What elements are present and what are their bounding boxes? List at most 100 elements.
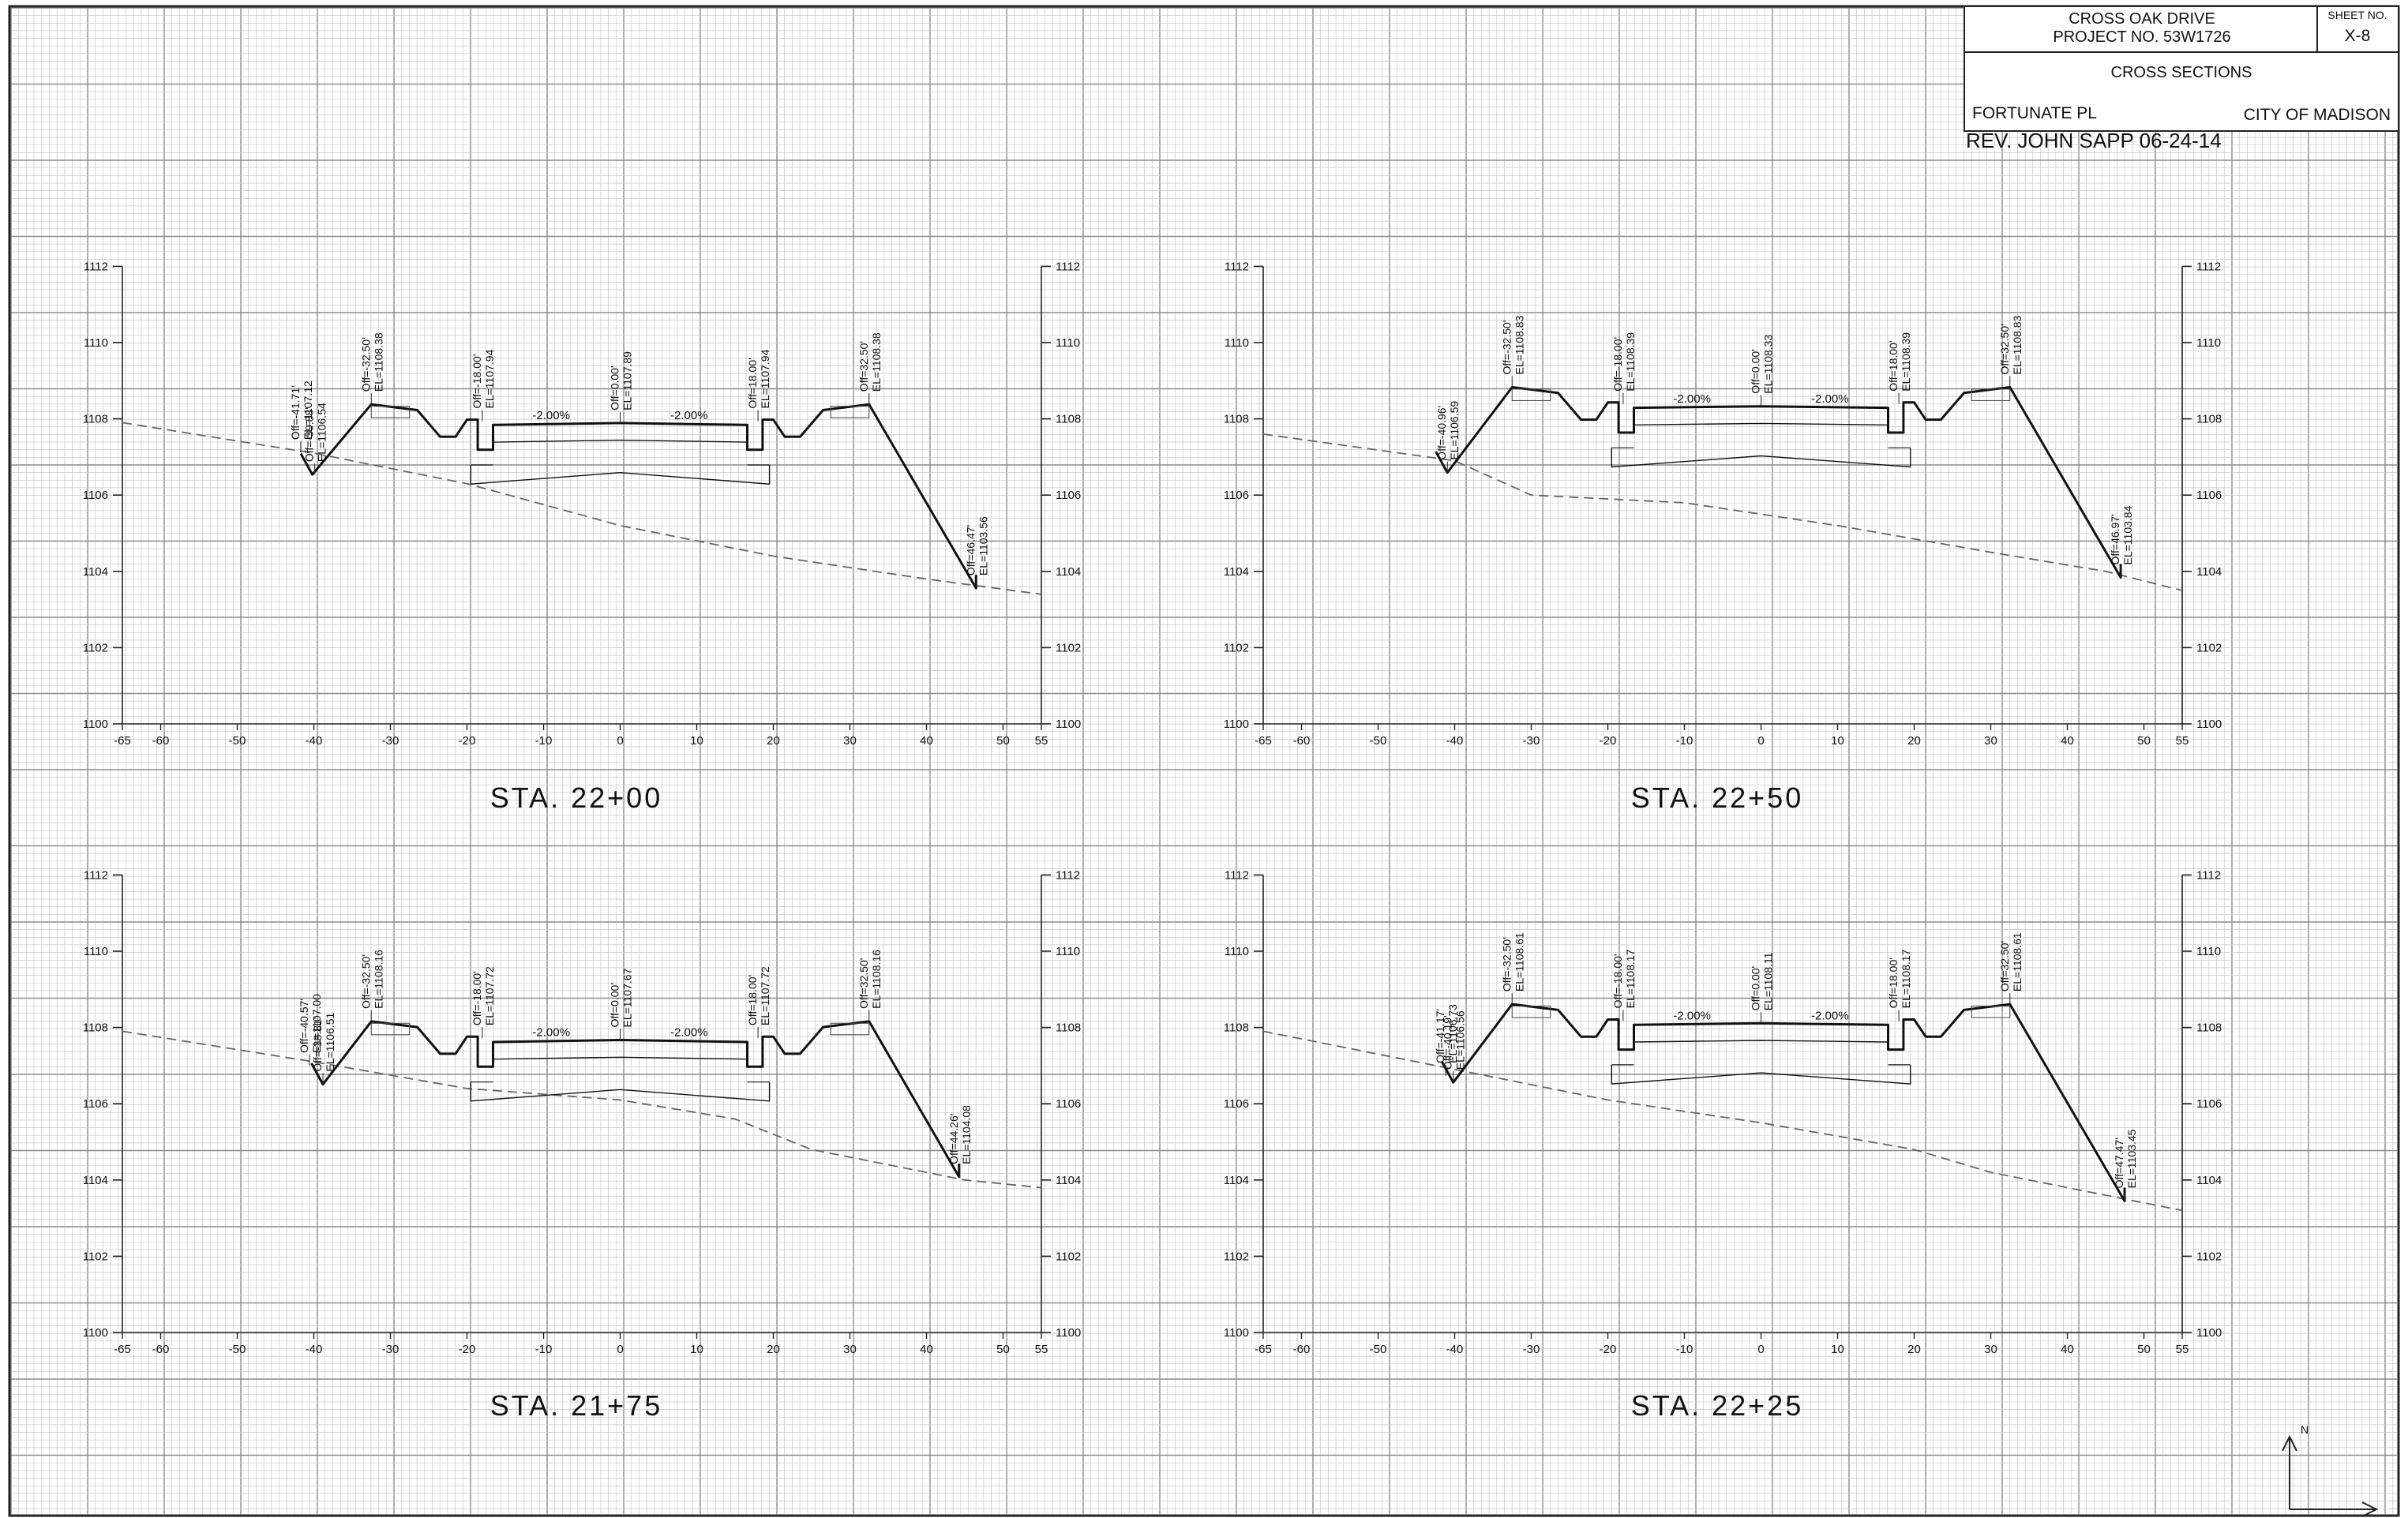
station-callout: Off=-18.00'EL=1107.72 — [471, 966, 496, 1025]
elevation-tick-label: 1110 — [1225, 945, 1249, 958]
callout-line: EL=1108.17 — [1624, 949, 1637, 1008]
elevation-tick-label: 1104 — [1224, 565, 1249, 579]
elevation-tick-label: 1104 — [83, 1174, 108, 1187]
callout-line: EL=1108.17 — [1900, 949, 1912, 1008]
offset-tick-label: -40 — [306, 1343, 323, 1356]
offset-tick-label: 40 — [920, 734, 933, 748]
station-callout: Off=44.26'EL=1104.08 — [947, 1105, 973, 1164]
callout-line: EL=1108.11 — [1762, 952, 1775, 1010]
offset-tick-label: 10 — [1831, 1343, 1844, 1356]
callout-line: Off=-32.50' — [1500, 320, 1513, 375]
offset-tick-label: -30 — [1523, 734, 1540, 748]
elevation-tick-label: 1112 — [1056, 260, 1080, 273]
elevation-tick-label: 1108 — [1224, 413, 1249, 426]
offset-tick-label: 40 — [2061, 734, 2074, 748]
title-block-frame — [1964, 6, 2399, 132]
callout-line: Off=-38.81' — [311, 1018, 324, 1072]
callout-line: EL=1108.83 — [2011, 315, 2024, 374]
elevation-tick-label: 1106 — [2196, 489, 2222, 502]
callout-line: EL=1103.84 — [2121, 505, 2134, 564]
callout-line: Off=46.97' — [2109, 514, 2121, 564]
offset-tick-label: 40 — [2061, 1343, 2074, 1356]
callout-line: EL=1103.56 — [977, 516, 989, 575]
elevation-tick-label: 1106 — [1224, 1097, 1249, 1111]
elevation-tick-label: 1108 — [83, 1021, 108, 1035]
callout-line: Off=-40.96' — [1435, 406, 1448, 460]
offset-tick-label: 10 — [690, 1343, 703, 1356]
offset-tick-label: 30 — [843, 1343, 857, 1356]
offset-tick-label: -30 — [382, 734, 399, 748]
offset-tick-label: 30 — [1984, 1343, 1997, 1356]
offset-tick-label: -60 — [152, 1343, 170, 1356]
revision-note: REV. JOHN SAPP 06-24-14 — [1966, 129, 2222, 152]
offset-tick-label: -30 — [1523, 1343, 1540, 1356]
elevation-tick-label: 1102 — [1224, 1250, 1249, 1263]
station-callout: Off=46.47'EL=1103.56 — [964, 516, 989, 575]
offset-tick-label: -60 — [1293, 734, 1311, 748]
subgrade-line — [1611, 448, 1911, 468]
callout-line: Off=-18.00' — [471, 971, 483, 1025]
proposed-grade-line — [1440, 1003, 2126, 1202]
offset-tick-label: -60 — [152, 734, 170, 748]
elevation-tick-label: 1102 — [2196, 1250, 2222, 1263]
elevation-tick-label: 1104 — [1056, 565, 1081, 579]
elevation-tick-label: 1112 — [2196, 260, 2221, 273]
callout-line: Off=0.00' — [1750, 966, 1762, 1011]
callout-line: Off=0.00' — [609, 983, 621, 1028]
callout-line: Off=32.50' — [1998, 324, 2011, 374]
elevation-tick-label: 1106 — [1056, 1097, 1081, 1111]
callout-line: Off=-32.50' — [359, 337, 372, 392]
offset-tick-label: -65 — [1255, 1343, 1272, 1356]
callout-line: Off=-32.50' — [1500, 937, 1513, 991]
callout-line: Off=0.00' — [609, 365, 621, 410]
offset-tick-label: -20 — [459, 1343, 476, 1356]
elevation-tick-label: 1102 — [1056, 641, 1081, 654]
callout-line: Off=18.00' — [1887, 958, 1900, 1008]
elevation-tick-label: 1112 — [84, 868, 108, 882]
station-callout: Off=-41.17'EL=1106.73 — [1434, 1004, 1459, 1063]
callout-line: Off=47.47' — [2113, 1138, 2125, 1188]
offset-tick-label: -50 — [229, 1343, 246, 1356]
offset-tick-label: 40 — [920, 1343, 933, 1356]
offset-tick-label: 50 — [2137, 1343, 2151, 1356]
callout-line: EL=1106.59 — [1448, 401, 1461, 460]
station-callout: Off=47.47'EL=1103.45 — [2113, 1129, 2138, 1188]
callout-line: EL=1107.72 — [759, 966, 771, 1025]
elevation-tick-label: 1100 — [1056, 1326, 1081, 1340]
cross-slope-label: -2.00% — [1673, 1009, 1711, 1022]
elevation-tick-label: 1100 — [2196, 718, 2222, 731]
offset-tick-label: 50 — [2137, 734, 2151, 748]
elevation-tick-label: 1110 — [1056, 945, 1080, 958]
station-callout: Off=32.50'EL=1108.83 — [1998, 315, 2024, 374]
callout-line: EL=1107.94 — [759, 349, 771, 408]
elevation-tick-label: 1110 — [1056, 336, 1080, 350]
elevation-tick-label: 1106 — [1224, 489, 1249, 502]
elevation-tick-label: 1100 — [1224, 1326, 1249, 1340]
station-callout: Off=-18.00'EL=1107.94 — [471, 349, 496, 408]
terrace-marker — [1971, 1006, 2011, 1018]
elevation-tick-label: 1110 — [84, 945, 108, 958]
station-callout: Off=-32.50'EL=1108.38 — [359, 332, 384, 392]
sheet-title: CROSS SECTIONS — [2111, 64, 2252, 81]
terrace-marker — [1511, 388, 1551, 401]
elevation-tick-label: 1112 — [84, 260, 108, 273]
elevation-tick-label: 1104 — [2196, 1174, 2222, 1187]
cross-slope-label: -2.00% — [1811, 392, 1849, 406]
offset-tick-label: 10 — [690, 734, 703, 748]
callout-line: EL=1108.61 — [1513, 932, 1525, 991]
callout-line: EL=1107.00 — [310, 994, 323, 1053]
station-title: STA. 22+25 — [1631, 1389, 1803, 1422]
elevation-tick-label: 1100 — [1224, 718, 1249, 731]
callout-line: Off=32.50' — [857, 341, 870, 392]
offset-tick-label: -65 — [114, 1343, 131, 1356]
callout-line: EL=1108.38 — [870, 332, 883, 392]
station-callout: Off=32.50'EL=1108.38 — [857, 332, 883, 392]
callout-line: EL=1108.61 — [2011, 932, 2024, 991]
sheet-border — [8, 5, 2400, 1517]
callout-line: Off=46.47' — [964, 525, 977, 575]
offset-tick-label: 20 — [1907, 1343, 1921, 1356]
station-callout: Off=0.00'EL=1107.89 — [609, 351, 634, 410]
proposed-grade-line — [299, 403, 977, 590]
